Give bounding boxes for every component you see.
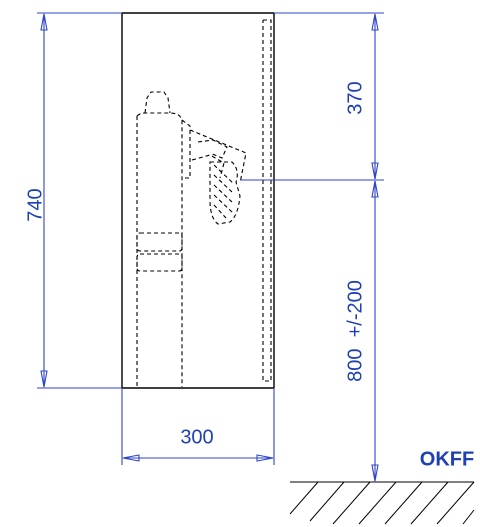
hidden-channel (262, 19, 272, 382)
floor (289, 481, 475, 525)
dimension-740 (37, 12, 122, 389)
cylinder-band-upper (136, 232, 183, 252)
fitting-hatch (213, 164, 235, 219)
label-width: 300 (180, 426, 213, 448)
label-outlet-to-floor: 800 +/-200 (344, 280, 366, 382)
arrow-down-icon (371, 162, 379, 180)
label-top-to-outlet: 370 (344, 81, 366, 114)
fitting-body (209, 161, 241, 225)
arrow-up-icon (371, 180, 379, 198)
cabinet (121, 12, 275, 389)
hidden-internals (136, 19, 272, 387)
valve-arm (181, 119, 191, 179)
dimension-300 (121, 388, 275, 465)
valve-arm-outer (189, 129, 247, 184)
cylinder-band-lower (136, 253, 183, 272)
arrow-up-icon (371, 13, 379, 31)
arrow-right-icon (256, 454, 274, 462)
fitting-lower (191, 154, 225, 179)
cylinder-body (136, 112, 183, 387)
arrow-left-icon (122, 454, 140, 462)
arrow-up-icon (40, 13, 48, 31)
floor-hatch (289, 481, 475, 525)
cylinder-neck (144, 91, 171, 114)
dimension-right (240, 12, 384, 483)
label-floor: OKFF (420, 448, 474, 470)
arrow-down-icon (40, 370, 48, 388)
arrow-down-icon (371, 464, 379, 482)
label-total-height: 740 (24, 188, 46, 221)
fitting-upper (197, 139, 228, 159)
